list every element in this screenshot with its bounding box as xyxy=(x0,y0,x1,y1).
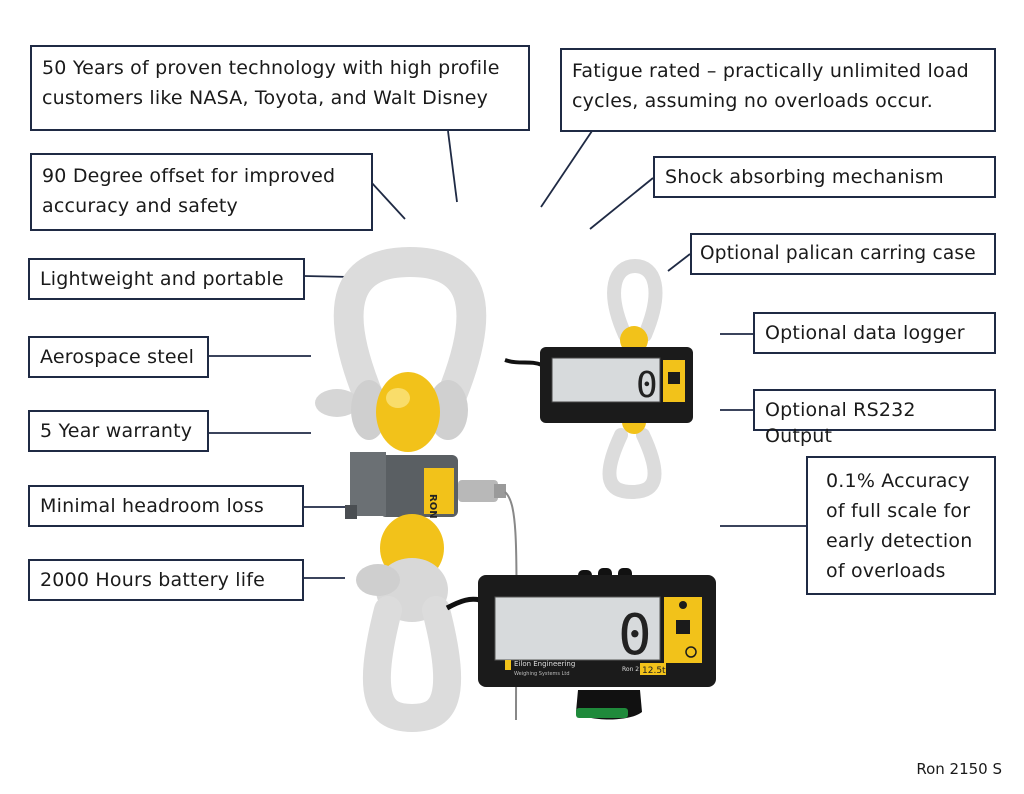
top-shackle xyxy=(315,246,487,452)
callout-shock: Shock absorbing mechanism xyxy=(653,156,996,198)
callout-rs232: Optional RS232 Output xyxy=(753,389,996,447)
callout-accuracy: 0.1% Accuracy of full scale for early de… xyxy=(806,456,996,595)
model-label: Ron 2150 xyxy=(622,666,651,673)
brand-line-2: Weighing Systems Ltd xyxy=(514,671,570,677)
bottom-shackle xyxy=(356,514,462,733)
capacity-label: 12.5t xyxy=(642,666,666,676)
brand-line-1: Eilon Engineering xyxy=(514,660,575,668)
large-unit: 0 Eilon Engineering Weighing Systems Ltd… xyxy=(445,568,716,720)
callout-lightweight: Lightweight and portable xyxy=(28,258,305,300)
callout-headroom: Minimal headroom loss xyxy=(28,485,304,527)
callout-logger: Optional data logger xyxy=(753,312,996,354)
small-display-digit: 0 xyxy=(636,365,658,406)
leader-shock xyxy=(589,177,654,230)
leader-case xyxy=(667,253,691,272)
callout-offset: 90 Degree offset for improved accuracy a… xyxy=(30,153,373,231)
callout-fatigue: Fatigue rated – practically unlimited lo… xyxy=(560,48,996,132)
top-yellow-ball xyxy=(376,372,440,452)
load-cell-body xyxy=(345,452,518,721)
leader-offset xyxy=(370,181,406,220)
load-cell-label: RON xyxy=(427,494,438,519)
small-unit: 0 xyxy=(504,258,693,500)
leader-history xyxy=(447,130,458,203)
callout-history: 50 Years of proven technology with high … xyxy=(30,45,530,131)
callout-case: Optional palican carring case xyxy=(690,233,996,275)
large-display-digit: 0 xyxy=(618,603,652,668)
callout-steel: Aerospace steel xyxy=(28,336,209,378)
callout-warranty: 5 Year warranty xyxy=(28,410,209,452)
callout-battery: 2000 Hours battery life xyxy=(28,559,304,601)
leader-fatigue xyxy=(540,130,593,208)
model-caption: Ron 2150 S xyxy=(916,760,1002,778)
